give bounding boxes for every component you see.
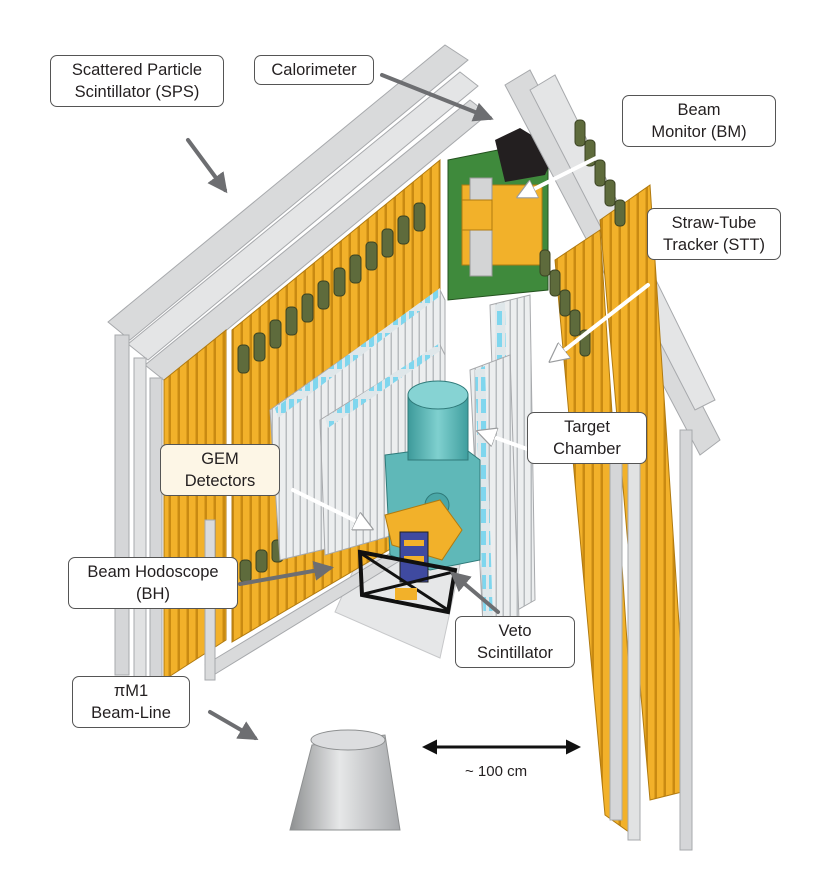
label-stt: Straw-Tube Tracker (STT) (647, 208, 781, 260)
sps-right-wall (504, 69, 721, 851)
arrow-calorimeter (380, 73, 494, 122)
arrow-bh (238, 560, 334, 586)
arrow-gem (291, 488, 370, 528)
label-beamline: πM1 Beam-Line (72, 676, 190, 728)
veto-and-gem-fan (357, 499, 463, 615)
arrow-bm (520, 148, 614, 196)
arrow-sps (186, 138, 228, 194)
label-calorimeter: Calorimeter (254, 55, 374, 85)
arrow-beamline (208, 710, 259, 741)
scale-bar-label: ~ 100 cm (465, 763, 528, 780)
beamline-pipe (289, 729, 401, 831)
label-sps: Scattered Particle Scintillator (SPS) (50, 55, 224, 107)
label-veto-scintillator: Veto Scintillator (455, 616, 575, 668)
arrow-target (480, 432, 532, 452)
arrow-stt (552, 283, 650, 360)
label-gem-detectors: GEM Detectors (160, 444, 280, 496)
calorimeter-block (447, 128, 556, 301)
arrow-veto (449, 571, 500, 614)
label-beam-hodoscope: Beam Hodoscope (BH) (68, 557, 238, 609)
label-beam-monitor: Beam Monitor (BM) (622, 95, 776, 147)
leader-arrows (186, 73, 650, 741)
label-target-chamber: Target Chamber (527, 412, 647, 464)
sps-left-pmt-row (237, 202, 426, 374)
